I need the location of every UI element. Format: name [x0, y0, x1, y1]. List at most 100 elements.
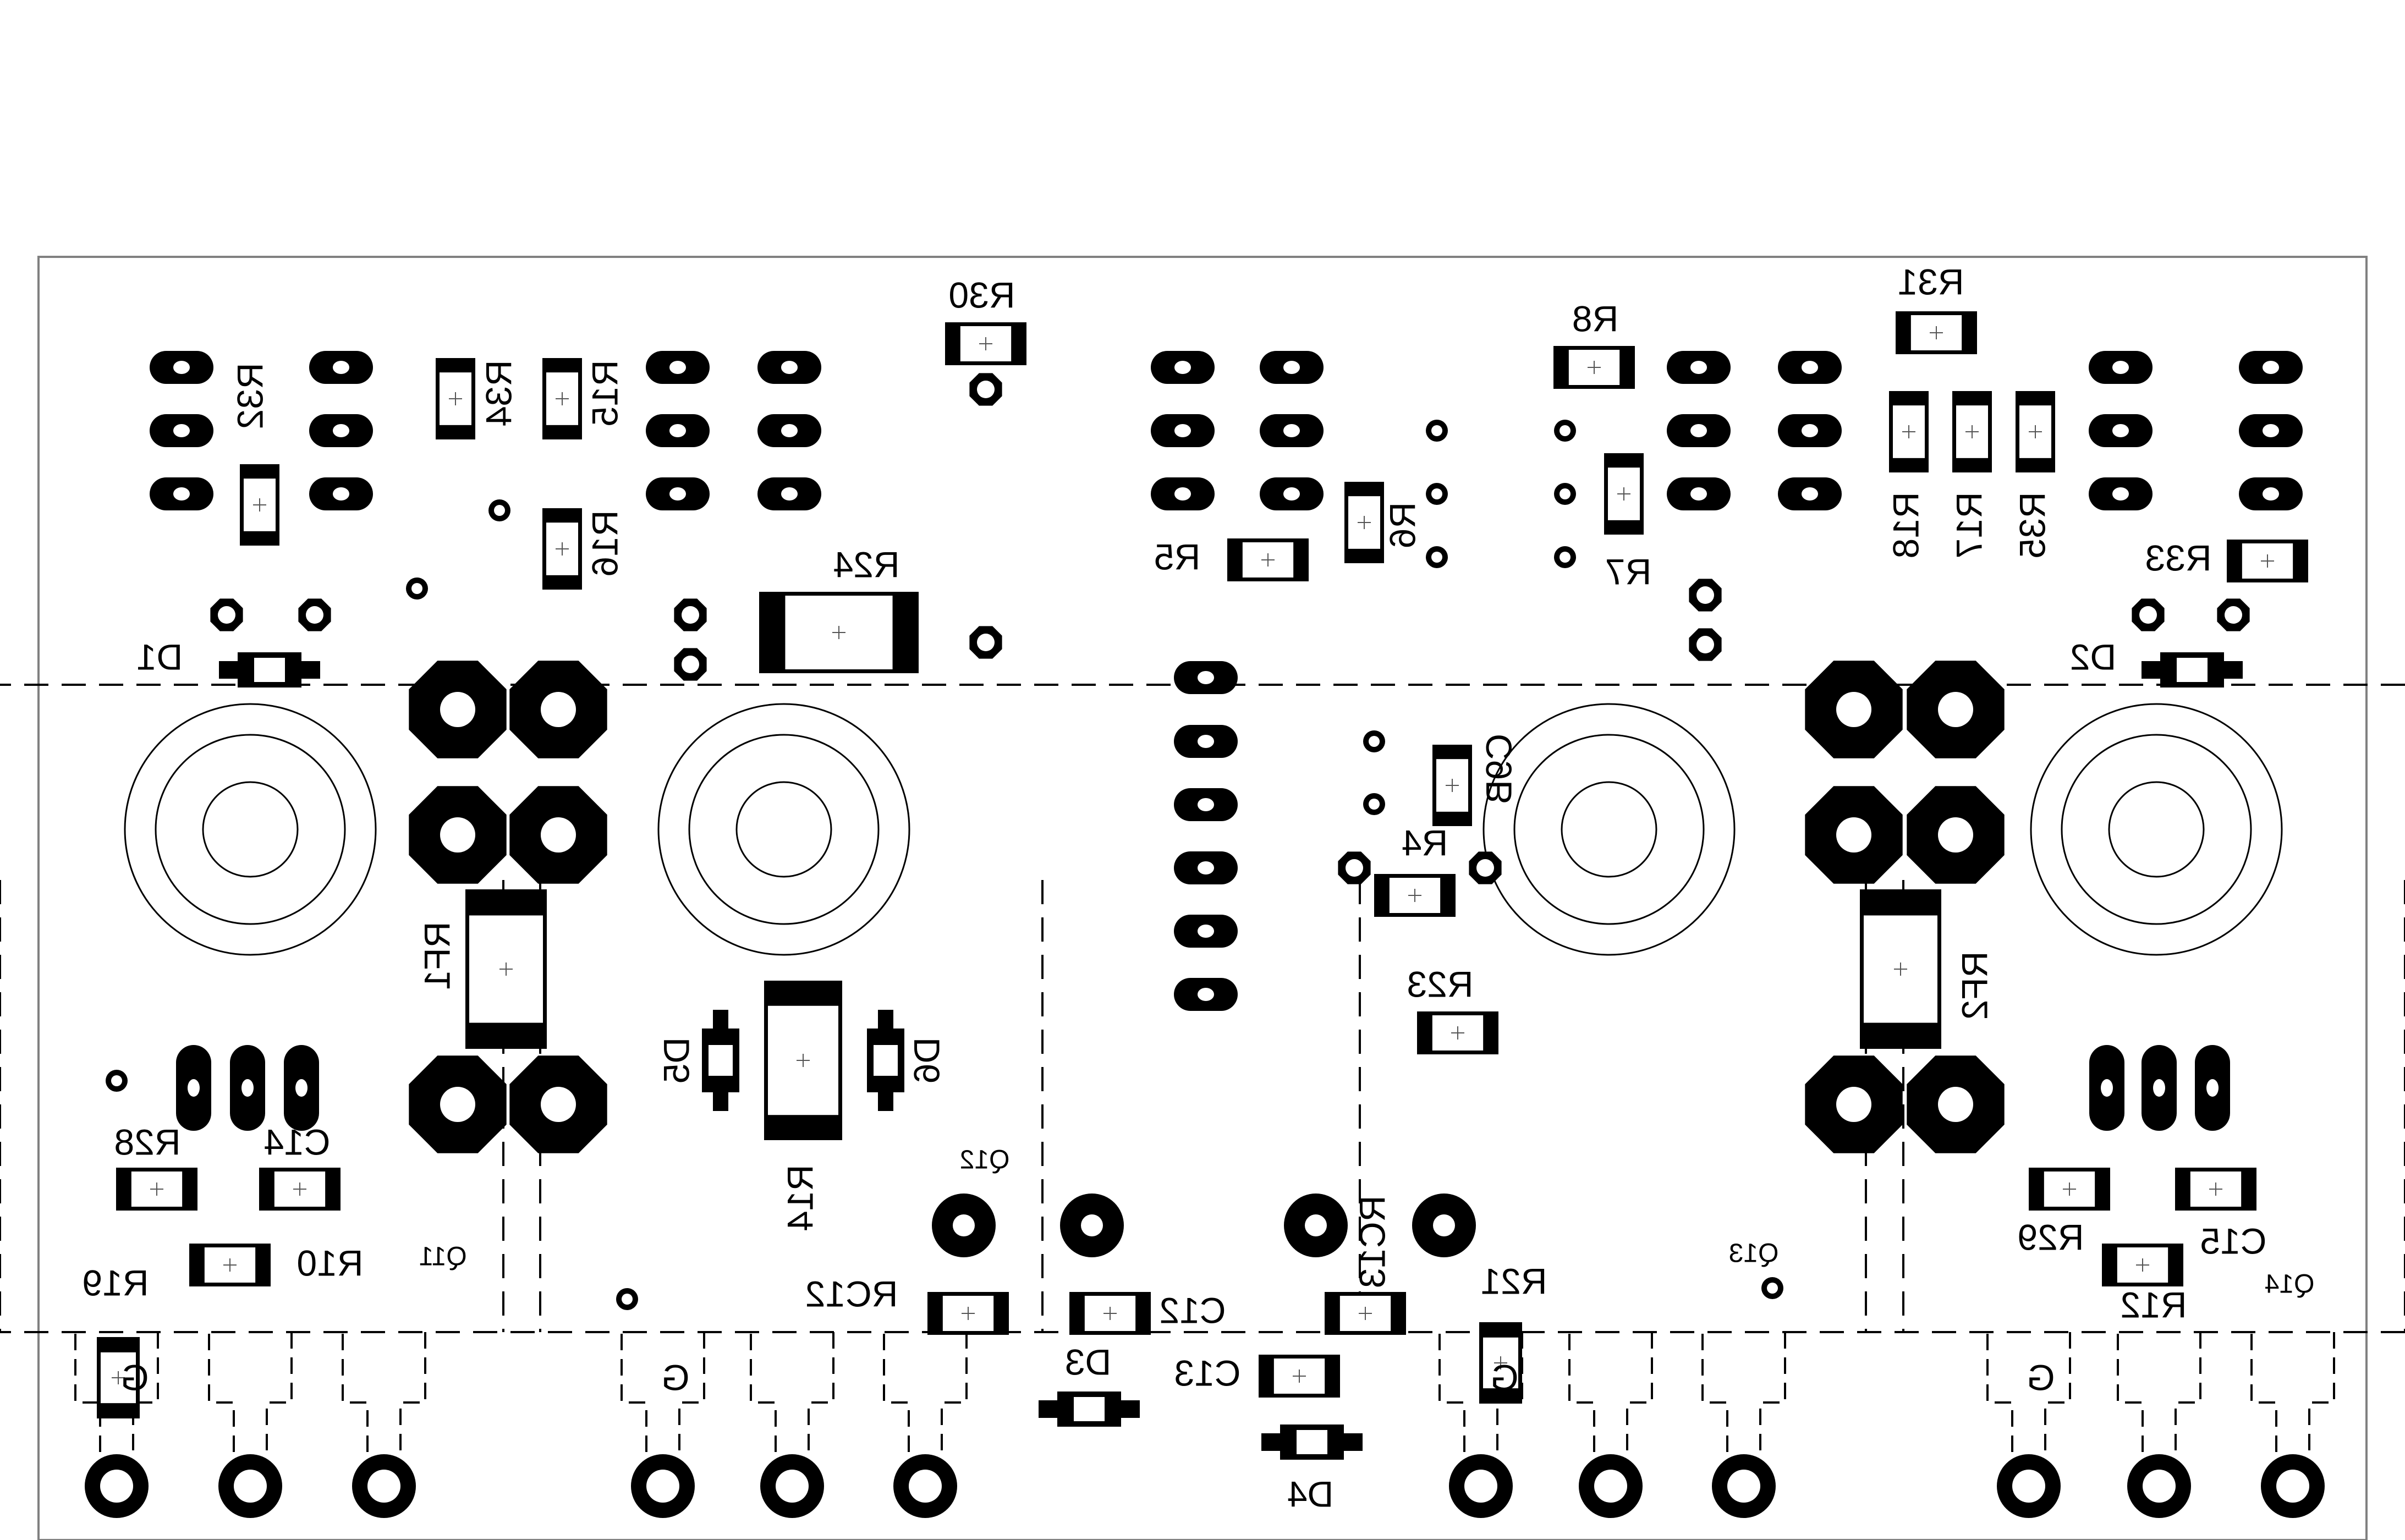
label-r32: R32 — [229, 362, 270, 429]
label-r10: R10 — [296, 1242, 363, 1283]
label-d4: D4 — [1287, 1473, 1333, 1514]
label-d5: D5 — [656, 1037, 696, 1084]
label-c9b: C9B — [1478, 734, 1519, 804]
pad-drill — [1938, 1087, 1973, 1122]
connector-socket — [1568, 1332, 1653, 1452]
label-r4: R4 — [1402, 822, 1448, 863]
pad-drill — [1433, 1214, 1455, 1236]
center-mark — [2136, 1258, 2149, 1272]
label-rc13: RC13 — [1352, 1196, 1392, 1289]
label-r6: R6 — [1382, 502, 1423, 548]
label-r18: R18 — [1885, 492, 1926, 558]
center-mark — [2261, 554, 2274, 568]
center-mark — [1446, 779, 1459, 792]
center-mark — [962, 1307, 975, 1320]
pad-drill — [1283, 487, 1300, 501]
pad-drill — [669, 361, 686, 374]
via-drill — [1431, 425, 1442, 436]
pad-drill — [440, 817, 475, 853]
pad-drill — [669, 487, 686, 501]
pad-drill — [2263, 361, 2279, 374]
pad-drill — [953, 1214, 975, 1236]
via-drill — [2139, 606, 2157, 624]
label-r19: R19 — [82, 1262, 149, 1303]
via-drill — [494, 505, 505, 516]
label-rc12: RC12 — [805, 1273, 898, 1314]
via-drill — [1560, 425, 1571, 436]
pad-drill — [1938, 692, 1973, 727]
via-drill — [2225, 606, 2242, 624]
label-c13: C13 — [1174, 1352, 1240, 1393]
mounting-ring-inner — [1513, 734, 1705, 925]
pad-drill — [188, 1079, 200, 1097]
pad-drill — [2153, 1079, 2165, 1097]
via-drill — [1560, 488, 1571, 499]
label-q14: Q14 — [2265, 1270, 2315, 1299]
label-r8: R8 — [1572, 298, 1618, 339]
mounting-ring-inner — [155, 734, 346, 925]
center-mark — [2029, 425, 2042, 438]
center-mark — [1293, 1370, 1306, 1383]
pad-drill — [2263, 487, 2279, 501]
board-outline — [37, 256, 2368, 1540]
label-d3: D3 — [1065, 1341, 1111, 1382]
center-mark — [1894, 963, 1907, 976]
pad-drill — [2206, 1079, 2219, 1097]
center-mark — [1588, 361, 1601, 374]
pad-drill — [1690, 487, 1707, 501]
mounting-ring-inner — [688, 734, 880, 925]
label-r16: R16 — [584, 510, 625, 576]
center-mark — [1451, 1026, 1464, 1040]
connector-socket — [1701, 1332, 1786, 1452]
pad-drill — [295, 1079, 308, 1097]
label-q12: Q12 — [960, 1146, 1010, 1175]
label-r30: R30 — [948, 274, 1015, 315]
mounting-ring-outer — [1482, 703, 1736, 956]
center-mark — [1617, 487, 1630, 501]
center-mark — [832, 626, 845, 639]
label-g3: G — [1490, 1357, 1518, 1398]
pad-drill — [1198, 988, 1214, 1001]
mounting-ring-outer — [124, 703, 377, 956]
via-drill — [682, 606, 699, 624]
center-mark — [293, 1182, 306, 1196]
pad-drill — [241, 1079, 254, 1097]
pad-drill — [2112, 361, 2129, 374]
center-mark — [2209, 1182, 2222, 1196]
center-mark — [1358, 516, 1371, 529]
label-q13: Q13 — [1729, 1239, 1779, 1268]
via-drill — [1476, 859, 1494, 877]
center-mark — [449, 392, 462, 405]
label-r12: R12 — [2120, 1284, 2187, 1325]
pad-drill — [1198, 798, 1214, 811]
pad-drill — [1198, 735, 1214, 748]
center-mark — [253, 498, 266, 512]
label-r21: R21 — [1480, 1261, 1547, 1301]
pad-drill — [1198, 925, 1214, 938]
label-d2: D2 — [2070, 636, 2116, 677]
pad-drill — [1174, 424, 1191, 437]
center-mark — [1965, 425, 1979, 438]
pad-drill — [781, 424, 798, 437]
center-mark — [556, 542, 569, 556]
connector-socket — [883, 1332, 968, 1452]
label-rf1: RF1 — [416, 922, 457, 991]
via-drill — [306, 606, 323, 624]
pad-drill — [2276, 1470, 2309, 1503]
diode-window — [1074, 1397, 1105, 1421]
pad-drill — [1283, 361, 1300, 374]
pad-drill — [1305, 1214, 1327, 1236]
pad-drill — [1690, 424, 1707, 437]
center-mark — [2063, 1182, 2076, 1196]
mounting-hole — [1561, 781, 1657, 878]
center-mark — [150, 1182, 163, 1196]
connector-socket — [621, 1332, 705, 1452]
pad-drill — [1198, 671, 1214, 684]
pad-drill — [781, 361, 798, 374]
pad-drill — [100, 1470, 133, 1503]
via-drill — [1431, 488, 1442, 499]
center-mark — [979, 337, 992, 350]
pad-drill — [1081, 1214, 1103, 1236]
pad-drill — [669, 424, 686, 437]
label-r29: R29 — [2017, 1217, 2084, 1257]
